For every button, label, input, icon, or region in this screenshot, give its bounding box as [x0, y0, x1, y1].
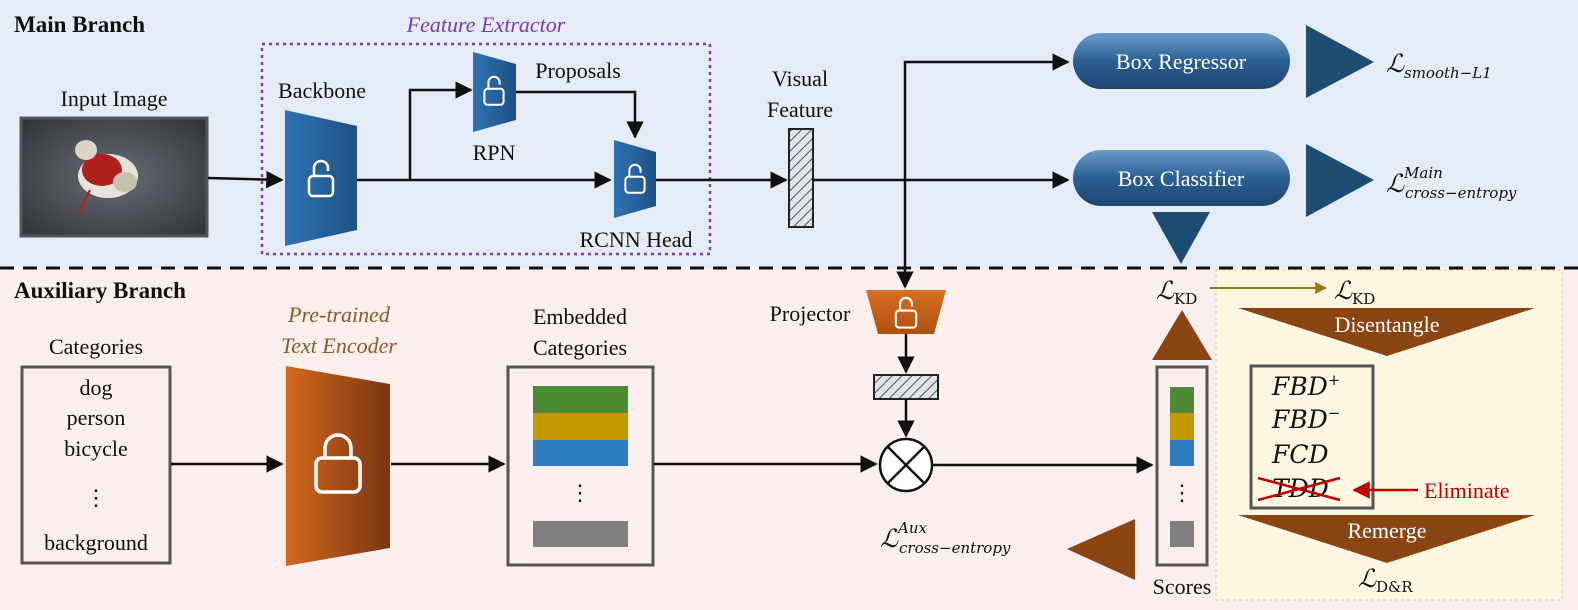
embedded-label-1: Embedded [533, 304, 627, 329]
multiply-operator [878, 437, 934, 493]
disentangle-funnel [1238, 308, 1535, 356]
backbone-label: Backbone [278, 78, 366, 103]
main-branch-arrows [207, 53, 1070, 289]
score-green [1170, 387, 1194, 413]
category-item: bicycle [64, 436, 128, 461]
loss-dr: ℒD&R [1358, 564, 1413, 596]
fcd: FCD [1271, 440, 1329, 469]
unlock-icon [894, 296, 918, 329]
unlock-icon [307, 159, 335, 198]
embedding-row-blue [533, 440, 628, 466]
loss-kd-right: ℒKD [1334, 276, 1375, 308]
projector-block [866, 290, 946, 334]
aux-loss-triangle [1067, 519, 1135, 580]
backbone-block [285, 110, 357, 246]
main-branch-title: Main Branch [14, 12, 145, 37]
components-box [1249, 364, 1375, 510]
visual-feature-bar [788, 128, 814, 228]
visual-feature-label-1: Visual [772, 66, 828, 91]
box-classifier-label: Box Classifier [1118, 166, 1245, 191]
visual-feature-label-2: Feature [767, 97, 833, 122]
categories-box [20, 365, 172, 565]
projected-feature-bar [873, 374, 939, 400]
box-classifier-button[interactable]: Box Classifier [1073, 150, 1290, 206]
remerge-funnel [1238, 515, 1535, 563]
input-image-label: Input Image [61, 86, 168, 111]
scores-box [1155, 365, 1209, 567]
kd-down-triangle [1152, 212, 1210, 264]
categories-label: Categories [49, 334, 143, 359]
regressor-loss-triangle [1306, 25, 1374, 98]
scores-label: Scores [1153, 574, 1212, 599]
kd-up-triangle [1152, 310, 1212, 360]
embedding-ellipsis: ⋮ [569, 480, 591, 505]
disentangle-label: Disentangle [1334, 312, 1439, 337]
box-regressor-button[interactable]: Box Regressor [1073, 33, 1290, 89]
category-item: dog [80, 375, 113, 400]
unlock-icon [624, 163, 646, 194]
loss-kd-left: ℒKD [1156, 276, 1197, 308]
rcnn-head-label: RCNN Head [579, 227, 692, 252]
unlock-icon [483, 75, 505, 106]
classifier-loss-triangle [1306, 144, 1374, 217]
category-item: background [44, 530, 148, 555]
aux-branch-arrows [171, 334, 1154, 474]
embedded-label-2: Categories [533, 335, 627, 360]
projector-label: Projector [770, 301, 851, 326]
feature-extractor-box [260, 42, 712, 256]
embedding-row-gray [533, 521, 628, 547]
rcnn-head-block [614, 140, 656, 218]
aux-branch-title: Auxiliary Branch [14, 278, 186, 303]
feature-extractor-label: Feature Extractor [406, 12, 566, 37]
embedded-box [506, 365, 655, 567]
eliminate-cross-icon [1257, 476, 1341, 502]
remerge-label: Remerge [1347, 518, 1426, 543]
category-item: person [67, 405, 126, 430]
embedding-row-yellow [533, 413, 628, 440]
text-encoder-block [286, 366, 390, 566]
lock-icon [314, 433, 362, 494]
scores-ellipsis: ⋮ [1171, 480, 1193, 505]
proposals-label: Proposals [535, 58, 621, 83]
loss-smooth-l1: ℒsmooth−L1 [1386, 49, 1492, 82]
score-yellow [1170, 413, 1194, 440]
score-gray [1170, 521, 1194, 547]
fbd-plus: FBD+ [1271, 371, 1340, 401]
fbd-minus: FBD− [1271, 404, 1340, 434]
rpn-label: RPN [473, 140, 516, 165]
input-image [19, 116, 209, 238]
box-regressor-label: Box Regressor [1116, 49, 1247, 74]
text-encoder-label-1: Pre-trained [287, 302, 391, 327]
eliminate-label: Eliminate [1424, 478, 1510, 503]
category-ellipsis: ⋮ [85, 485, 107, 510]
text-encoder-label-2: Text Encoder [281, 333, 397, 358]
rpn-block [473, 52, 516, 132]
score-blue [1170, 440, 1194, 466]
embedding-row-green [533, 386, 628, 413]
